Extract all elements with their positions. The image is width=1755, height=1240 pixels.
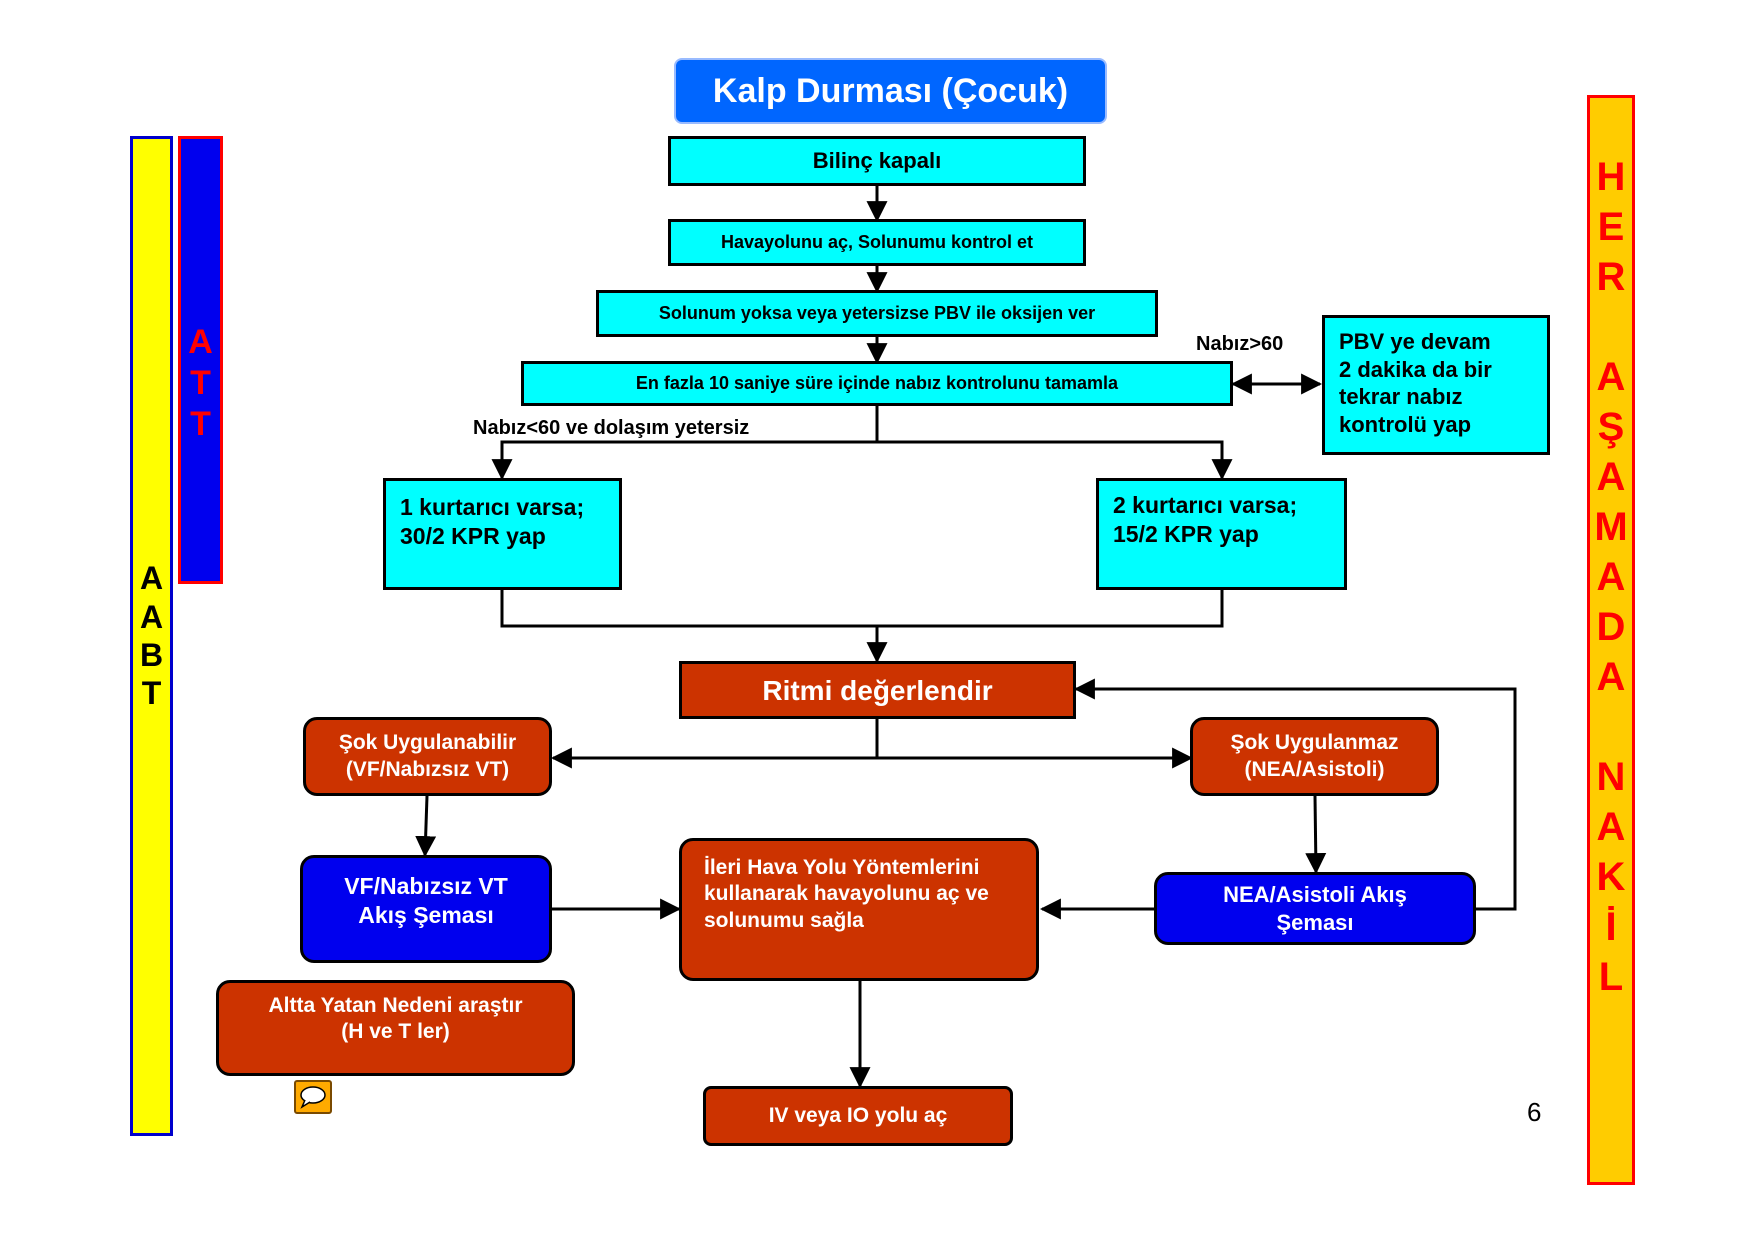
two-rescuer-line: 15/2 KPR yap bbox=[1113, 520, 1259, 547]
advanced-airway-line: kullanarak havayolunu aç ve bbox=[704, 882, 989, 906]
aabt-letter: T bbox=[141, 675, 162, 712]
nakil-letter: Ş bbox=[1597, 405, 1625, 449]
step-oxygen-text: Solunum yoksa veya yetersizse PBV ile ok… bbox=[658, 303, 1096, 324]
her-asamada-nakil-bar: H E R A Ş A M A D A N A K İ L bbox=[1587, 95, 1635, 1185]
pulse-over-60-label: Nabız>60 bbox=[1196, 333, 1284, 355]
speech-bubble-icon[interactable] bbox=[294, 1080, 332, 1114]
vf-flow-line: VF/Nabızsız VT bbox=[344, 873, 508, 899]
vf-flow-line: Akış Şeması bbox=[358, 901, 494, 928]
connector-two-rescuer-merge bbox=[877, 590, 1224, 628]
nakil-letter: A bbox=[1596, 655, 1626, 699]
underlying-cause-box: Altta Yatan Nedeni araştır (H ve T ler) bbox=[216, 980, 575, 1076]
step-pulse-check-box: En fazla 10 saniye süre içinde nabız kon… bbox=[521, 361, 1233, 406]
one-rescuer-box: 1 kurtarıcı varsa; 30/2 KPR yap bbox=[383, 478, 622, 590]
step-consciousness-box: Bilinç kapalı bbox=[668, 136, 1086, 186]
step-oxygen-box: Solunum yoksa veya yetersizse PBV ile ok… bbox=[596, 290, 1158, 337]
advanced-airway-box: İleri Hava Yolu Yöntemlerini kullanarak … bbox=[679, 838, 1039, 981]
page-number: 6 bbox=[1527, 1097, 1542, 1127]
page-title-text: Kalp Durması (Çocuk) bbox=[712, 71, 1069, 110]
rhythm-assess-box: Ritmi değerlendir bbox=[679, 661, 1076, 719]
nakil-letter: A bbox=[1596, 555, 1626, 599]
aabt-bar: A A B T bbox=[130, 136, 173, 1136]
nakil-letter: A bbox=[1596, 805, 1626, 849]
shockable-line: Şok Uygulanabilir bbox=[338, 731, 517, 755]
non-shockable-box: Şok Uygulanmaz (NEA/Asistoli) bbox=[1190, 717, 1439, 796]
connector-one-rescuer-merge bbox=[500, 590, 877, 628]
one-rescuer-line: 1 kurtarıcı varsa; bbox=[400, 494, 585, 520]
nakil-letter: İ bbox=[1605, 905, 1617, 949]
shockable-box: Şok Uygulanabilir (VF/Nabızsız VT) bbox=[303, 717, 552, 796]
nakil-letter: A bbox=[1596, 455, 1626, 499]
non-shockable-line: Şok Uygulanmaz bbox=[1230, 731, 1399, 755]
two-rescuer-box: 2 kurtarıcı varsa; 15/2 KPR yap bbox=[1096, 478, 1347, 590]
nakil-letter: E bbox=[1597, 205, 1625, 249]
nakil-letter: H bbox=[1596, 155, 1626, 199]
connector-to-one-rescuer bbox=[491, 440, 877, 481]
aabt-letter: A bbox=[139, 598, 164, 635]
nakil-letter: R bbox=[1596, 255, 1626, 299]
pbv-continue-line: PBV ye devam bbox=[1339, 329, 1491, 354]
aabt-letter: A bbox=[139, 560, 164, 597]
nakil-letter: N bbox=[1596, 755, 1626, 799]
page-title: Kalp Durması (Çocuk) bbox=[674, 58, 1107, 124]
pulse-under-60-label: Nabız<60 ve dolaşım yetersiz bbox=[473, 417, 750, 439]
pbv-continue-line: tekrar nabız bbox=[1339, 384, 1463, 409]
pbv-continue-line: kontrolü yap bbox=[1339, 411, 1472, 437]
nakil-letter: L bbox=[1598, 955, 1624, 999]
att-bar: A T T bbox=[178, 136, 223, 584]
step-airway-check-box: Havayolunu aç, Solunumu kontrol et bbox=[668, 219, 1086, 266]
advanced-airway-line: solunumu sağla bbox=[704, 908, 864, 932]
aabt-letter: B bbox=[139, 637, 164, 673]
step-pulse-check-text: En fazla 10 saniye süre içinde nabız kon… bbox=[635, 373, 1119, 394]
advanced-airway-line: İleri Hava Yolu Yöntemlerini bbox=[704, 856, 980, 879]
att-letter: A bbox=[188, 323, 213, 361]
nakil-letter: A bbox=[1596, 355, 1626, 399]
underlying-cause-line: (H ve T ler) bbox=[341, 1020, 450, 1044]
connector-to-two-rescuer bbox=[877, 440, 1233, 481]
iv-io-text: IV veya IO yolu aç bbox=[768, 1103, 948, 1127]
nea-flow-box: NEA/Asistoli Akış Şeması bbox=[1154, 872, 1476, 945]
one-rescuer-line: 30/2 KPR yap bbox=[400, 522, 546, 549]
step-consciousness-text: Bilinç kapalı bbox=[812, 148, 942, 174]
non-shockable-line: (NEA/Asistoli) bbox=[1244, 757, 1385, 781]
nea-flow-line: NEA/Asistoli Akış bbox=[1223, 882, 1407, 907]
pbv-continue-box: PBV ye devam 2 dakika da bir tekrar nabı… bbox=[1322, 315, 1550, 455]
att-letter: T bbox=[190, 363, 211, 402]
att-letter: T bbox=[190, 404, 211, 443]
nakil-letter: K bbox=[1596, 855, 1626, 899]
connector-shockable-vf bbox=[415, 795, 437, 858]
underlying-cause-line: Altta Yatan Nedeni araştır bbox=[268, 994, 523, 1017]
nea-flow-line: Şeması bbox=[1276, 909, 1354, 935]
nakil-letter: M bbox=[1594, 505, 1628, 549]
iv-io-box: IV veya IO yolu aç bbox=[703, 1086, 1013, 1146]
vf-flow-box: VF/Nabızsız VT Akış Şeması bbox=[300, 855, 552, 963]
pbv-continue-line: 2 dakika da bir bbox=[1339, 356, 1492, 382]
step-airway-check-text: Havayolunu aç, Solunumu kontrol et bbox=[720, 232, 1034, 253]
connector-nonshock-nea bbox=[1305, 795, 1327, 875]
nakil-letter: D bbox=[1596, 605, 1626, 649]
shockable-line: (VF/Nabızsız VT) bbox=[345, 757, 510, 781]
two-rescuer-line: 2 kurtarıcı varsa; bbox=[1113, 492, 1298, 518]
connector-nea-loop-rhythm bbox=[1073, 678, 1517, 911]
rhythm-assess-text: Ritmi değerlendir bbox=[762, 674, 993, 706]
